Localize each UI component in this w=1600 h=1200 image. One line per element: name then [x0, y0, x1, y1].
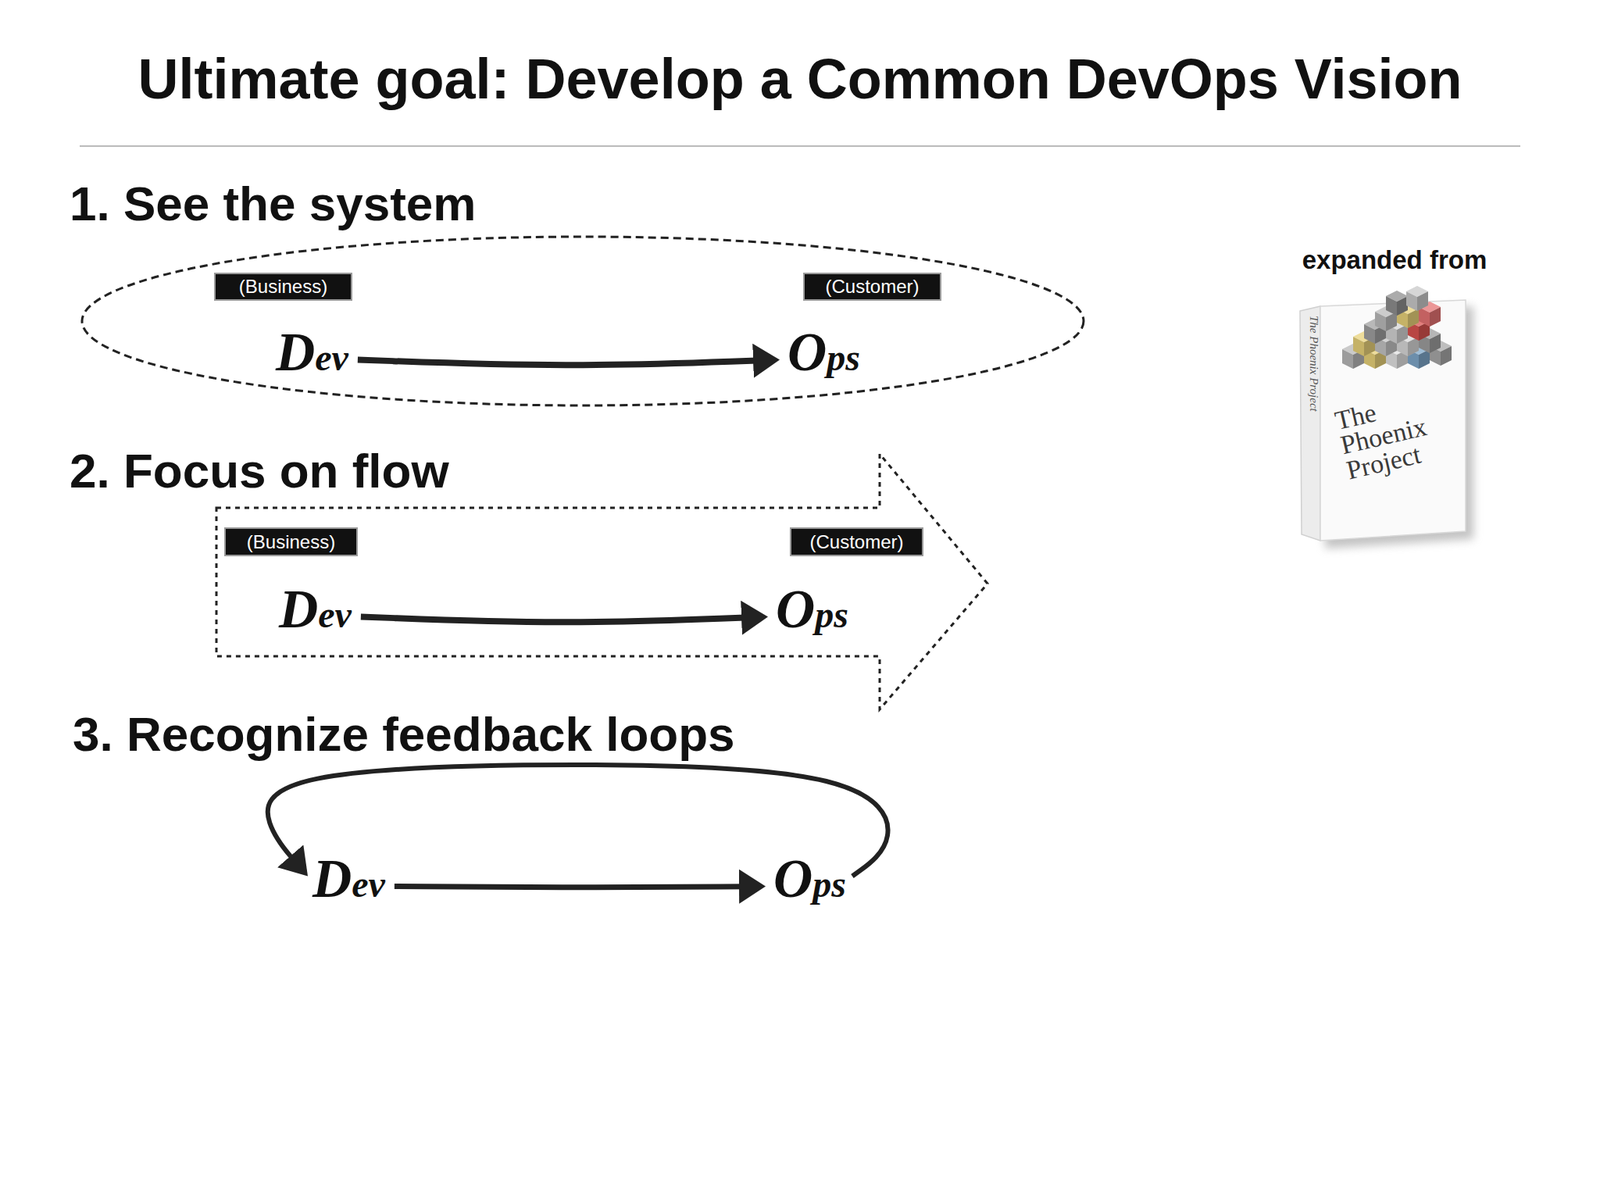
stage-name: Dev: [312, 849, 386, 910]
title-rule: [79, 145, 1521, 147]
stage-name: Dev: [278, 579, 352, 640]
book-cover: [1320, 300, 1466, 541]
section-heading: 2. Focus on flow: [69, 442, 992, 499]
book-spine: [1300, 306, 1321, 541]
dashed-ellipse: [82, 236, 1084, 406]
stage-node: Ops: [773, 849, 847, 910]
cube-icon: [1385, 290, 1408, 316]
stage-name: Ops: [787, 322, 861, 383]
book-cover-title: The Phoenix Project: [1332, 385, 1457, 484]
stage-name: Dev: [275, 322, 349, 383]
role-tag: (Customer): [803, 272, 942, 301]
stage-node: Dev: [312, 849, 386, 910]
role-label: (Business): [239, 275, 328, 299]
role-label: (Customer): [825, 275, 919, 299]
section-heading: 3. Recognize feedback loops: [72, 706, 736, 762]
section-heading: 1. See the system: [69, 175, 1086, 232]
diagram-title: Ultimate goal: Develop a Common DevOps V…: [0, 46, 1600, 112]
stage-name: Ops: [773, 849, 847, 910]
cube-icon: [1406, 285, 1429, 311]
stage-node: Ops: [775, 579, 849, 640]
role-label: (Business): [246, 530, 336, 554]
flow-arrow-line: [360, 616, 751, 622]
stage-name: Ops: [775, 579, 849, 640]
role-label: (Customer): [809, 530, 904, 554]
role-tag: (Business): [224, 527, 358, 557]
book-spine-title: The Phoenix Project: [1307, 315, 1321, 412]
role-tag: (Customer): [789, 527, 924, 557]
stage-node: Dev: [275, 322, 349, 383]
system-boundary: 1. See the system (Business) (Customer) Dev…: [69, 175, 1086, 408]
flow-arrow-line: [394, 885, 749, 887]
role-tag: (Business): [214, 272, 353, 301]
source-note: expanded from: [1281, 245, 1508, 275]
book-illustration: [1300, 285, 1474, 549]
flow-arrow: 2. Focus on flow (Business) (Customer) Dev O…: [69, 442, 992, 713]
stage-node: Dev: [278, 579, 352, 640]
flow-arrow-line: [357, 359, 763, 365]
stage-node: Ops: [787, 322, 861, 383]
